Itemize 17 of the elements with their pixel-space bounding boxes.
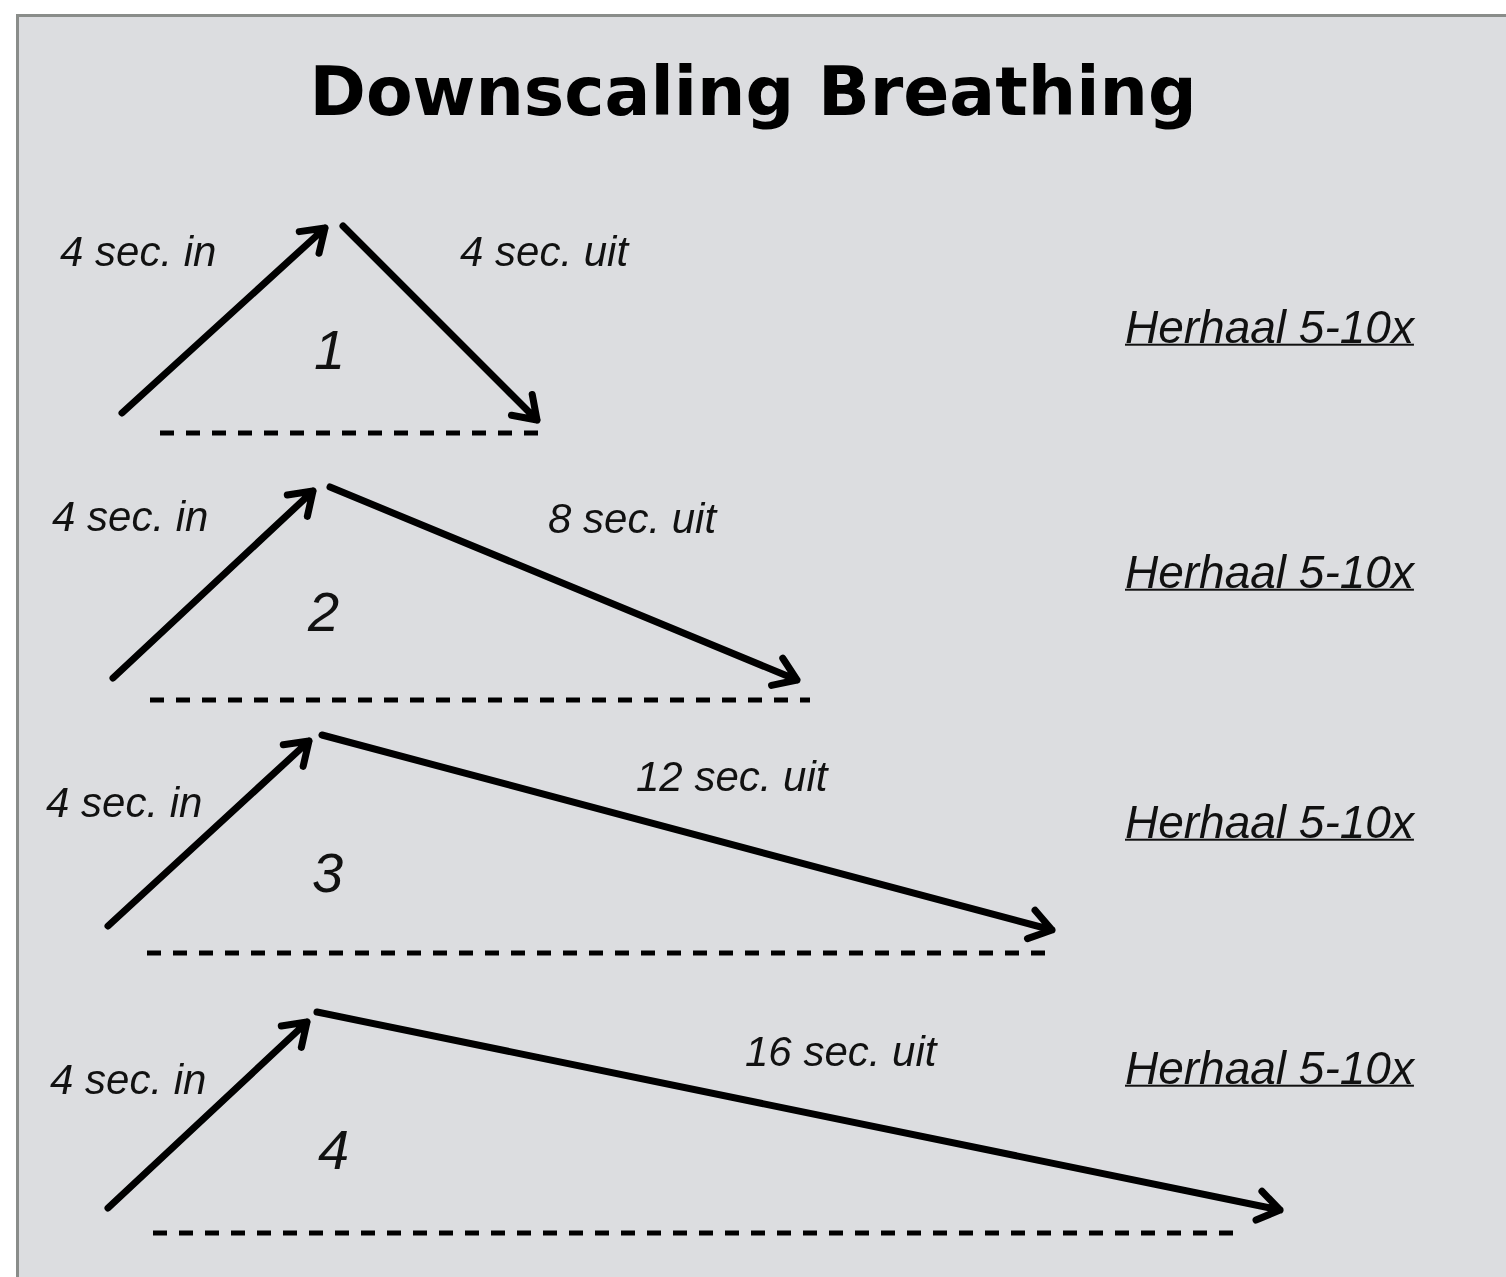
duration-label: 4 sec. uit [460,228,629,276]
duration-label: 4 sec. in [60,228,217,276]
repeat-note: Herhaal 5-10x [1125,796,1414,848]
repeat-note: Herhaal 5-10x [1125,1042,1414,1094]
step-number: 3 [312,842,344,904]
repeat-note: Herhaal 5-10x [1125,546,1414,598]
duration-label: 4 sec. in [52,493,209,541]
duration-label: 16 sec. uit [745,1028,937,1076]
duration-label: 4 sec. in [50,1056,207,1104]
step-number: 1 [314,319,346,381]
duration-label: 4 sec. in [46,779,203,827]
duration-label: 12 sec. uit [636,753,828,801]
title: Downscaling Breathing [308,52,1198,131]
duration-label: 8 sec. uit [548,495,717,543]
step-number: 2 [308,581,340,643]
repeat-note: Herhaal 5-10x [1125,301,1414,353]
step-number: 4 [318,1119,350,1181]
